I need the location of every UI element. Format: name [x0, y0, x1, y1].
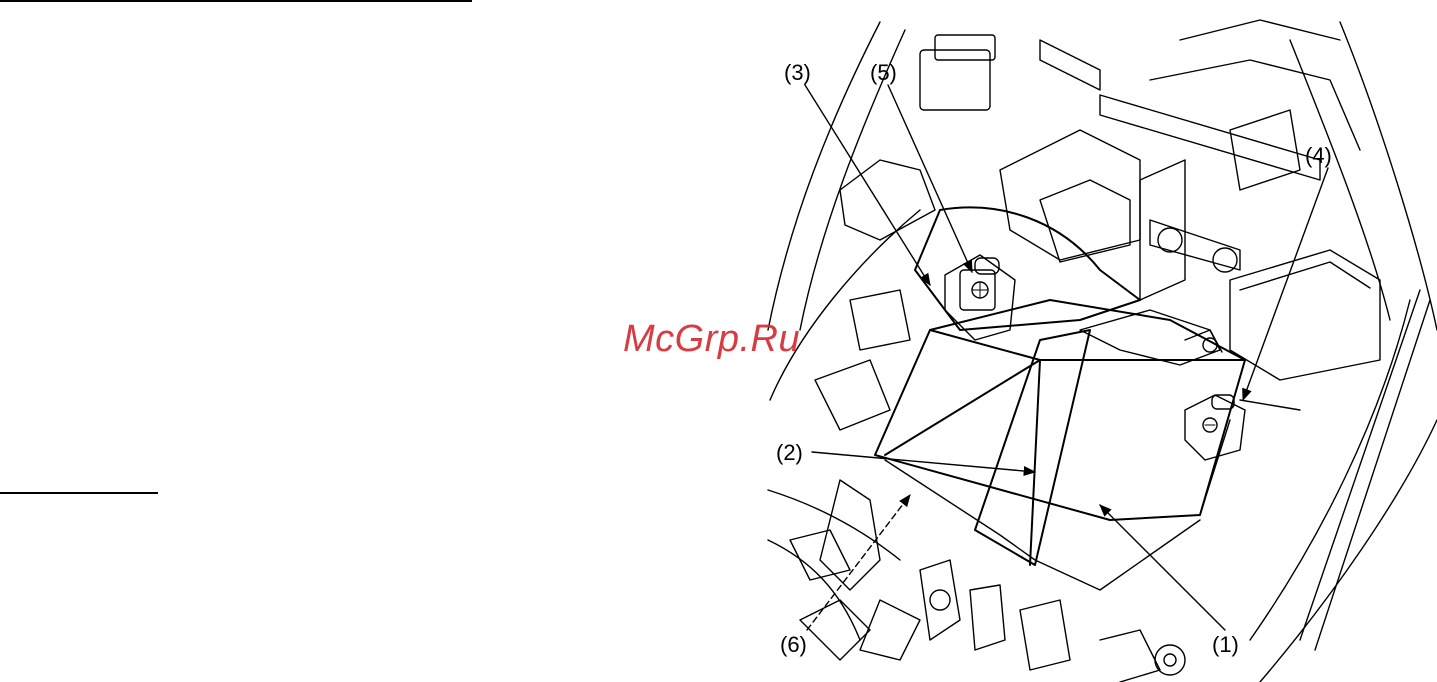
watermark-text: McGrp.Ru [623, 318, 800, 361]
callout-2: (2) [776, 440, 803, 465]
positive-terminal [1185, 395, 1300, 460]
battery-tray [875, 208, 1245, 591]
leader-1 [1100, 505, 1225, 630]
callout-3: (3) [784, 60, 811, 85]
lower-components [790, 480, 1185, 682]
callout-6: (6) [780, 632, 807, 657]
upper-components [815, 20, 1380, 430]
callout-1: (1) [1212, 632, 1239, 657]
leader-3 [805, 85, 930, 285]
callout-4: (4) [1305, 143, 1332, 168]
frame-panels [768, 22, 1437, 682]
battery-body [885, 330, 1245, 565]
leader-4 [1243, 168, 1328, 400]
callout-5: (5) [870, 60, 897, 85]
leader-5 [888, 85, 972, 272]
